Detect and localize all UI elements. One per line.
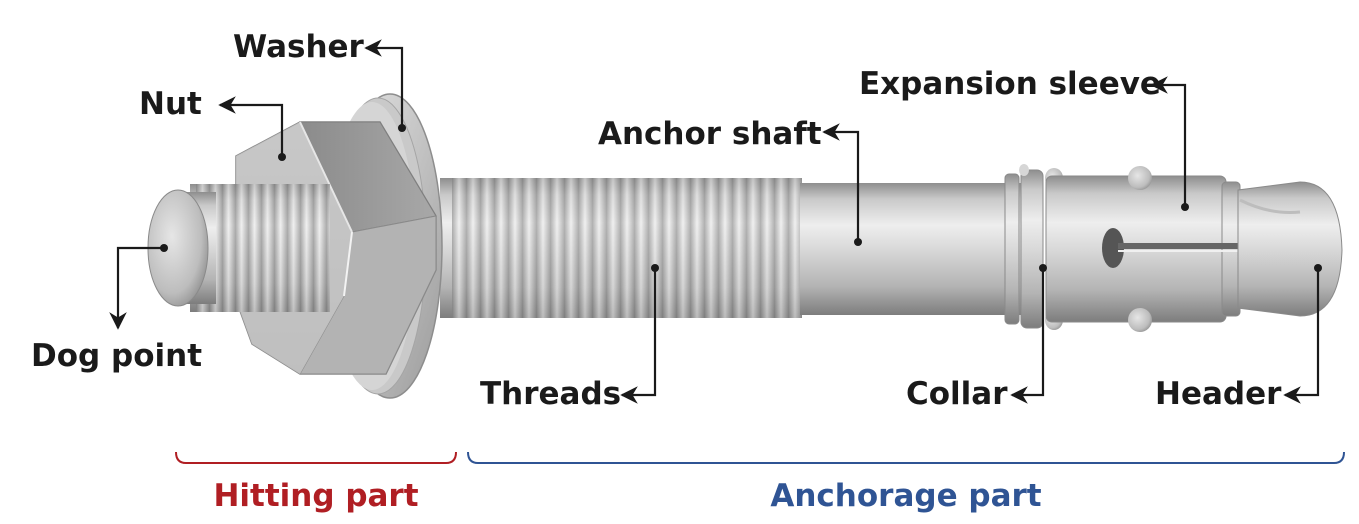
label-dog-point: Dog point [31,338,202,374]
label-header: Header [1155,376,1282,412]
hitting-part-bracket [175,451,457,464]
expansion-sleeve [1045,166,1252,332]
anchor-bolt [147,93,1343,399]
anchor-shaft [800,183,1025,315]
anchorage-part-bracket [467,451,1345,464]
label-expansion-sleeve: Expansion sleeve [859,66,1161,102]
label-nut: Nut [139,86,202,122]
dog-point [147,189,216,307]
header [1237,181,1343,317]
label-collar: Collar [906,376,1008,412]
label-anchor-shaft: Anchor shaft [598,116,822,152]
anchorage-part-label: Anchorage part [770,478,1041,514]
label-washer: Washer [233,29,365,65]
label-threads: Threads [480,376,621,412]
leaders [109,39,1322,404]
hitting-part-label: Hitting part [213,478,418,514]
